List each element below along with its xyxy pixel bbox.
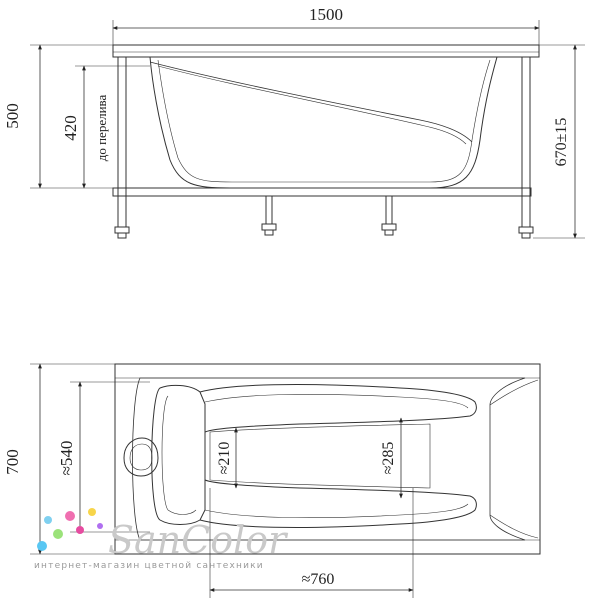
top-outer-rim [114, 363, 541, 555]
dim-total-height: 670±15 [553, 118, 570, 167]
dim-width: 700 [3, 449, 22, 475]
side-backrest [149, 61, 473, 143]
side-view [30, 20, 585, 239]
watermark-dots [37, 508, 103, 551]
top-armrest-upper [199, 384, 477, 433]
top-head-shell [151, 384, 206, 525]
dim-height: 500 [3, 103, 22, 129]
watermark-dot [44, 516, 52, 524]
watermark: SanColor интернет-магазин цветной сантех… [34, 508, 289, 571]
side-rim [112, 44, 540, 58]
frame-rail [112, 187, 532, 197]
dim-overflow-note: до перелива [94, 95, 109, 162]
drain-fitting [123, 437, 159, 477]
watermark-tagline: интернет-магазин цветной сантехники [34, 561, 264, 571]
frame-leg-left [117, 56, 127, 228]
watermark-dot [37, 541, 47, 551]
frame-leg-right [521, 56, 531, 228]
watermark-dot [88, 508, 96, 516]
watermark-dot [97, 523, 103, 529]
dim-headrest-width: ≈210 [216, 442, 233, 475]
top-armrest-lower [199, 479, 477, 528]
watermark-dot [53, 529, 63, 539]
watermark-dot [65, 511, 75, 521]
top-view [30, 363, 541, 598]
watermark-brand: SanColor [108, 518, 289, 562]
frame-feet [114, 223, 534, 239]
dim-bottom-length: ≈760 [302, 571, 335, 588]
dim-overall-length: 1500 [309, 5, 343, 24]
dim-inner-width: ≈540 [57, 441, 76, 476]
watermark-dot [76, 526, 84, 534]
top-inner-basin [132, 377, 526, 541]
dim-overflow-height: 420 [61, 115, 80, 141]
dim-foot-width: ≈285 [380, 442, 397, 475]
